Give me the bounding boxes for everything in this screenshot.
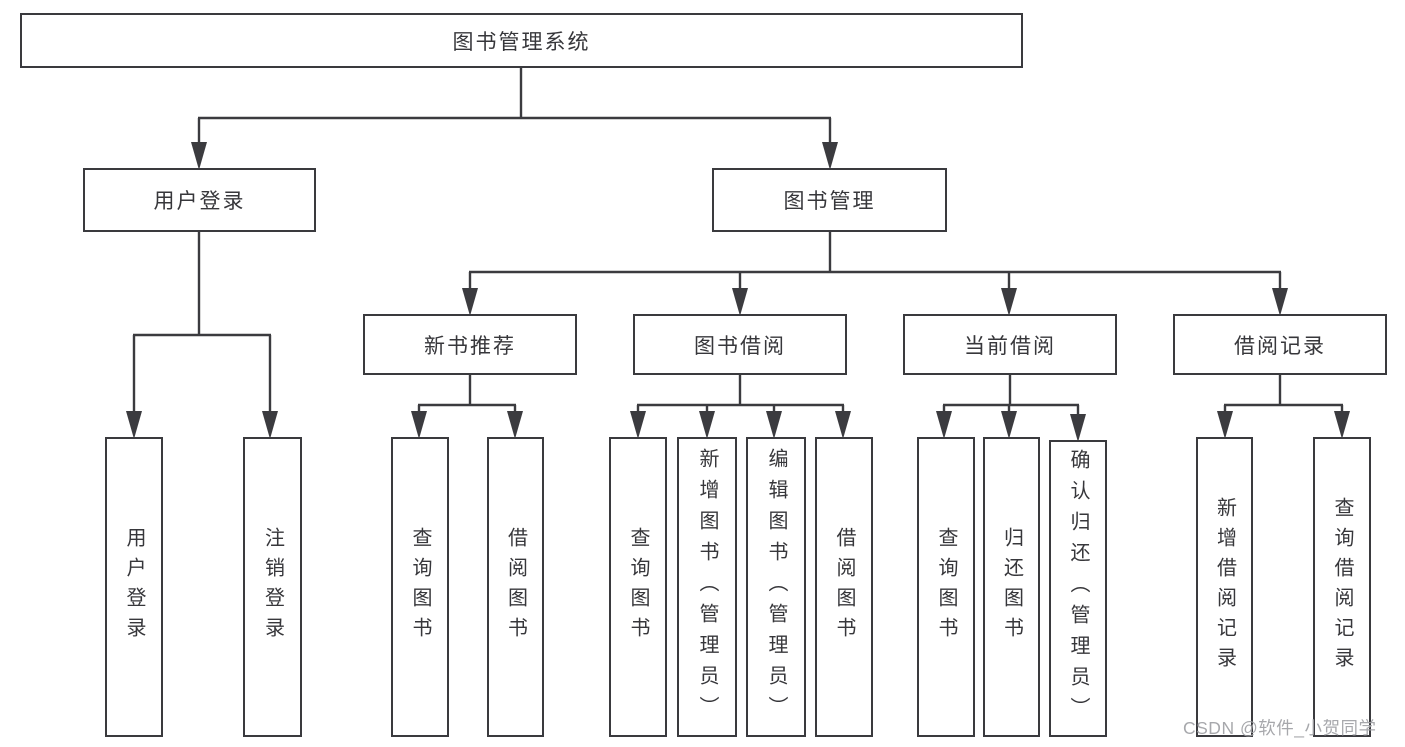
leaf-bb-edit-books-admin: 编辑图书（管理员）: [746, 437, 806, 737]
node-current-borrow-label: 当前借阅: [964, 334, 1056, 358]
node-new-book-recommend: 新书推荐: [363, 314, 577, 375]
leaf-cb-query-books-label: 查询图书: [935, 527, 957, 647]
leaf-nb-borrow-books: 借阅图书: [487, 437, 544, 737]
leaf-cb-query-books: 查询图书: [917, 437, 975, 737]
node-current-borrow: 当前借阅: [903, 314, 1117, 375]
leaf-br-query-record-label: 查询借阅记录: [1331, 497, 1353, 677]
leaf-logout: 注销登录: [243, 437, 302, 737]
node-borrow-records: 借阅记录: [1173, 314, 1387, 375]
leaf-user-login: 用户登录: [105, 437, 163, 737]
arrowhead: [411, 411, 427, 439]
connector-borrow-records-to-leaves: [1223, 375, 1344, 418]
leaf-bb-add-books-admin: 新增图书（管理员）: [677, 437, 737, 737]
connector-book-borrow-to-leaves: [636, 375, 845, 418]
leaf-br-add-record: 新增借阅记录: [1196, 437, 1253, 737]
leaf-cb-confirm-return-admin-label: 确认归还（管理员）: [1067, 449, 1089, 728]
connector-user-login-to-leaves: [132, 232, 272, 418]
watermark: CSDN @软件_小贺同学: [1183, 718, 1377, 738]
node-book-borrow-label: 图书借阅: [694, 334, 786, 358]
leaf-bb-borrow-books-label: 借阅图书: [833, 527, 855, 647]
leaf-cb-return-books: 归还图书: [983, 437, 1040, 737]
node-book-management-label: 图书管理: [783, 190, 876, 213]
node-book-management: 图书管理: [712, 168, 947, 232]
connector-root-to-level2: [197, 68, 832, 148]
arrowhead: [699, 411, 715, 439]
leaf-cb-confirm-return-admin: 确认归还（管理员）: [1049, 440, 1107, 737]
arrowhead: [191, 142, 207, 170]
leaf-bb-edit-books-admin-label: 编辑图书（管理员）: [765, 447, 787, 727]
leaf-user-login-label: 用户登录: [123, 527, 145, 647]
node-borrow-records-label: 借阅记录: [1234, 334, 1326, 358]
leaf-br-add-record-label: 新增借阅记录: [1213, 497, 1236, 677]
arrowhead: [766, 411, 782, 439]
node-user-login: 用户登录: [83, 168, 316, 232]
connector-new-book-to-leaves: [417, 375, 517, 418]
arrowhead: [1217, 411, 1233, 439]
arrowhead: [1001, 411, 1017, 439]
node-user-login-label: 用户登录: [153, 190, 246, 213]
arrowhead: [1001, 288, 1017, 316]
arrowhead: [462, 288, 478, 316]
arrowheads: [126, 142, 1350, 442]
leaf-bb-query-books: 查询图书: [609, 437, 667, 737]
leaf-br-query-record: 查询借阅记录: [1313, 437, 1371, 737]
arrowhead: [262, 411, 278, 439]
leaf-bb-add-books-admin-label: 新增图书（管理员）: [696, 447, 718, 727]
arrowhead: [835, 411, 851, 439]
connector-book-management-to-level3: [468, 232, 1282, 295]
leaf-logout-label: 注销登录: [261, 527, 284, 647]
leaf-cb-return-books-label: 归还图书: [1000, 527, 1023, 647]
node-root-label: 图书管理系统: [452, 30, 591, 54]
arrowhead: [1334, 411, 1350, 439]
arrowhead: [630, 411, 646, 439]
arrowhead: [507, 411, 523, 439]
node-book-borrow: 图书借阅: [633, 314, 847, 375]
arrowhead: [936, 411, 952, 439]
node-root: 图书管理系统: [20, 13, 1023, 68]
arrowhead: [732, 288, 748, 316]
leaf-bb-query-books-label: 查询图书: [627, 527, 649, 647]
leaf-bb-borrow-books: 借阅图书: [815, 437, 873, 737]
leaf-nb-query-books: 查询图书: [391, 437, 449, 737]
node-new-book-recommend-label: 新书推荐: [424, 334, 516, 358]
arrowhead: [1272, 288, 1288, 316]
leaf-nb-borrow-books-label: 借阅图书: [504, 527, 527, 647]
arrowhead: [1070, 414, 1086, 442]
leaf-nb-query-books-label: 查询图书: [409, 527, 431, 647]
arrowhead: [822, 142, 838, 170]
arrowhead: [126, 411, 142, 439]
